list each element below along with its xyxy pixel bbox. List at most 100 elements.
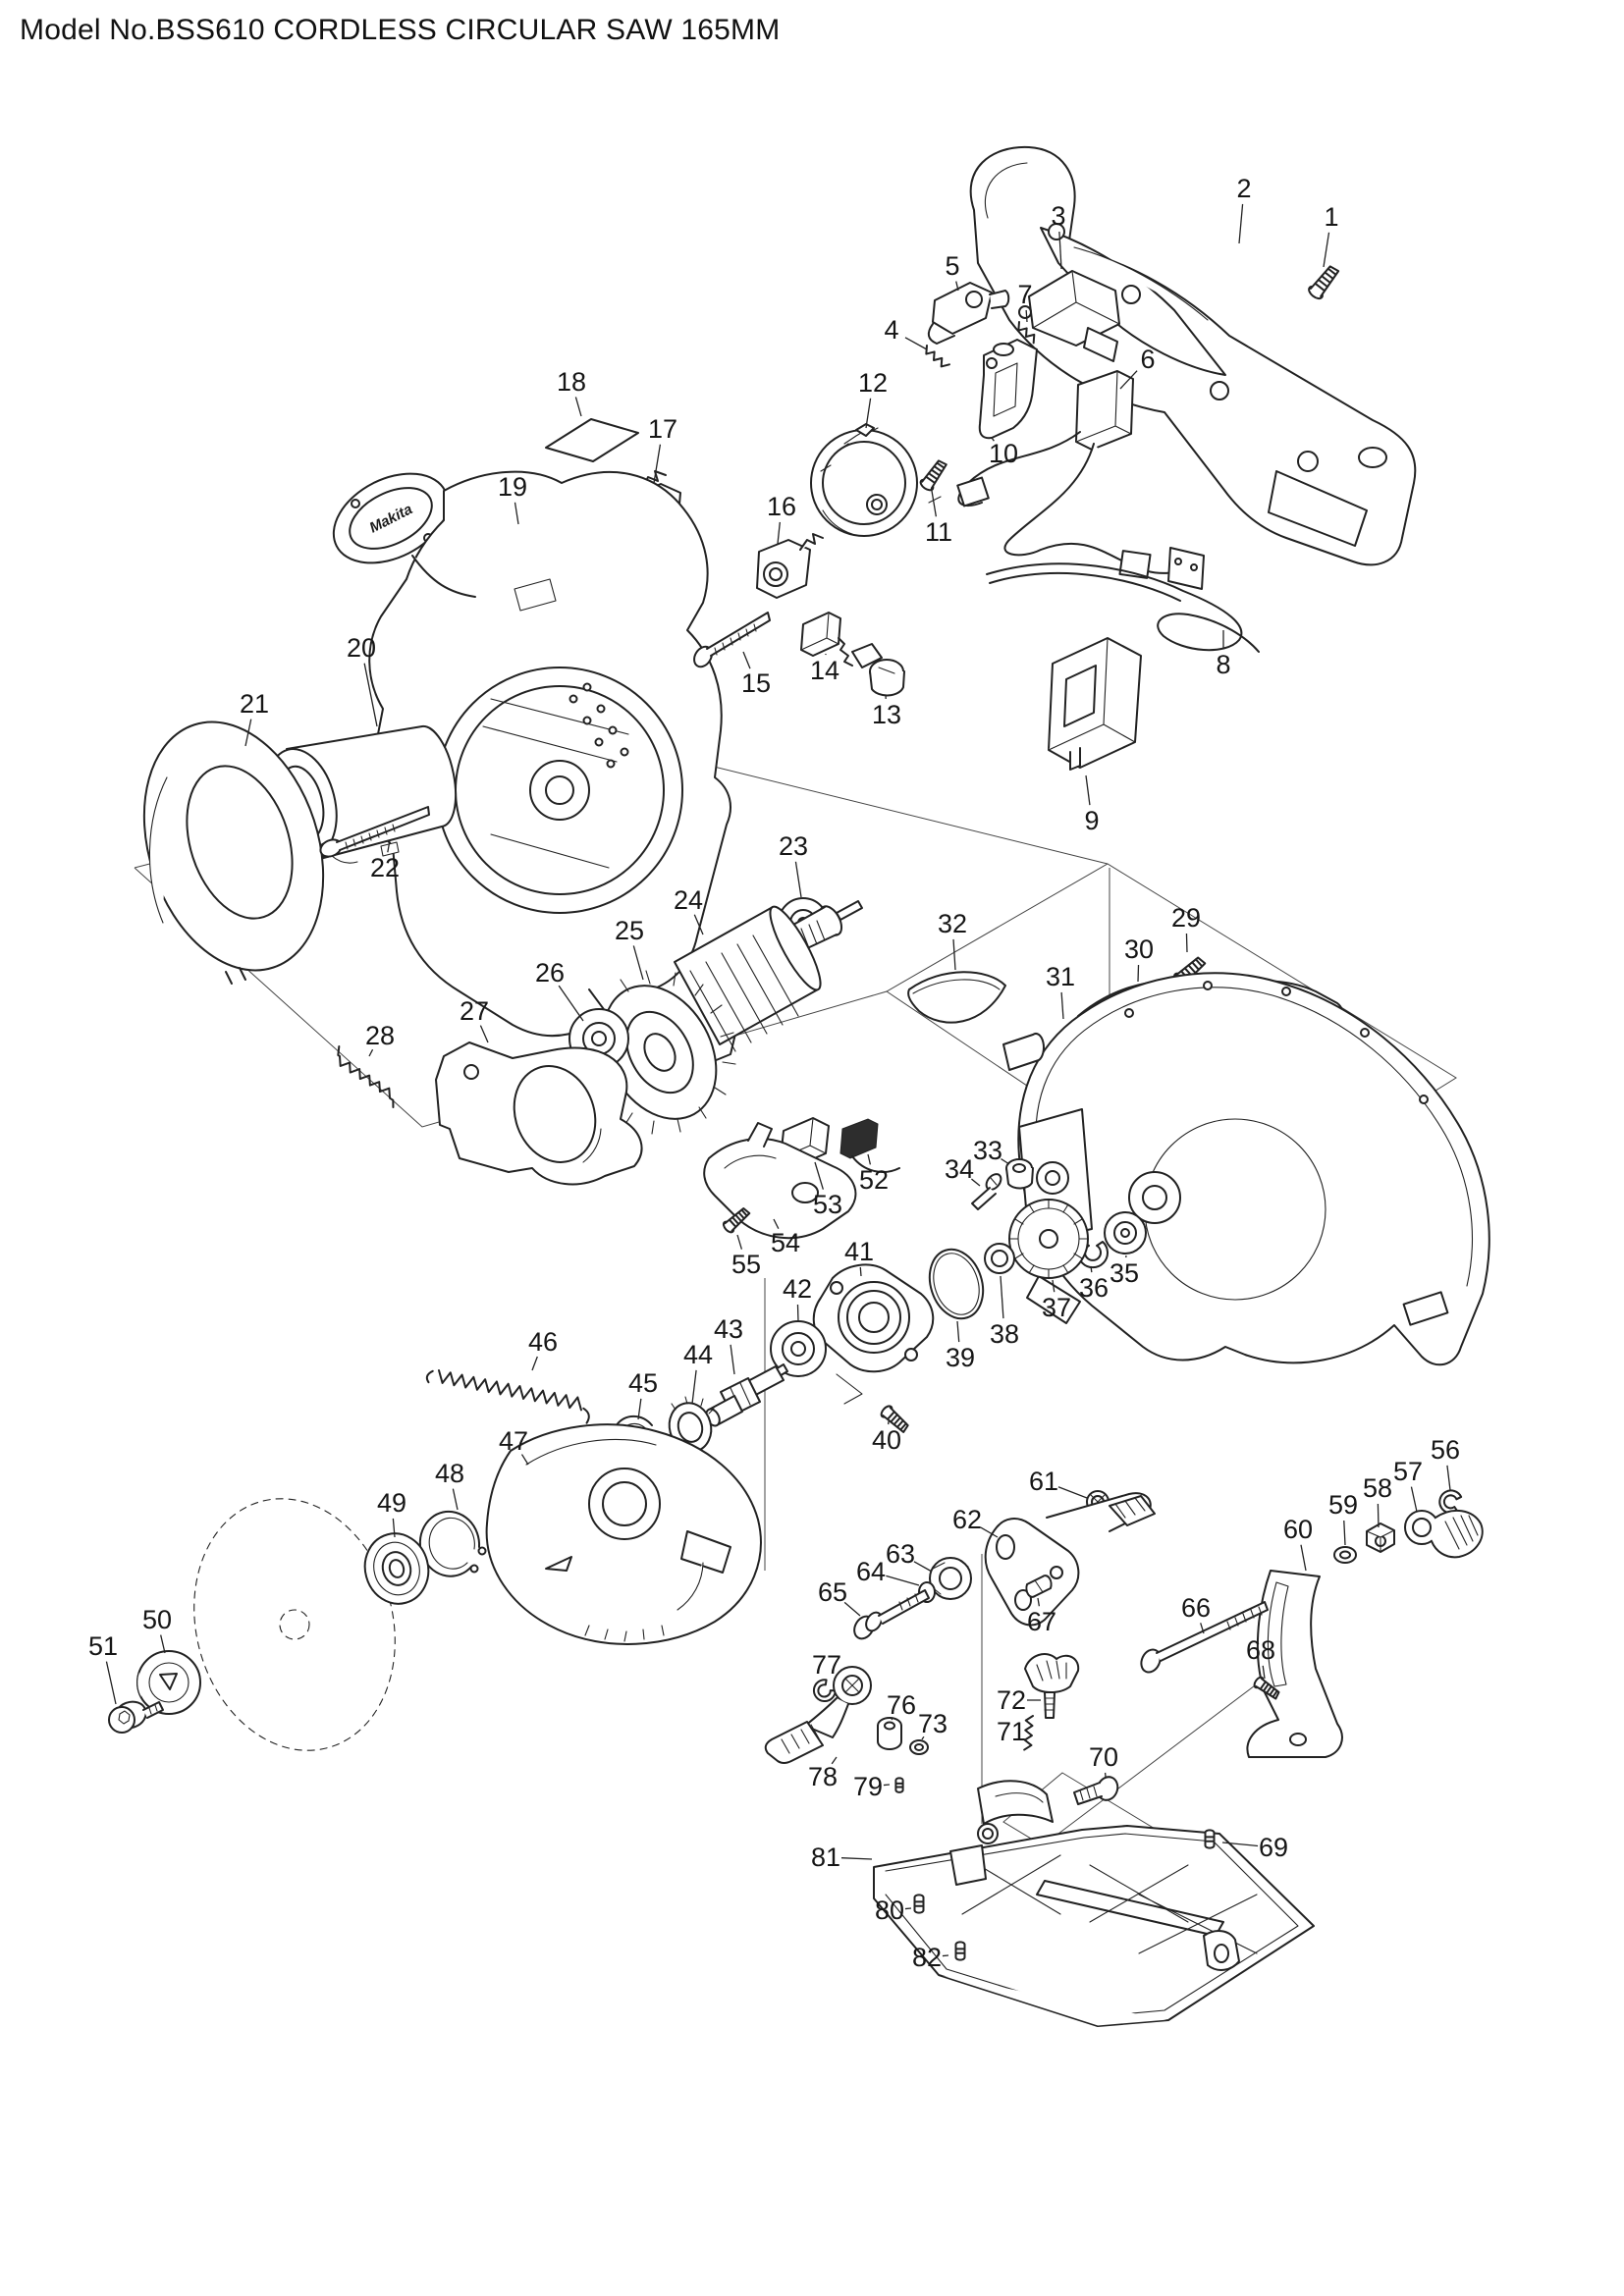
leader-line-18 (575, 397, 581, 416)
leader-line-26 (559, 986, 583, 1021)
part-label-8: 8 (1216, 650, 1230, 679)
kick-lever-78-drawing (766, 1667, 871, 1763)
spindle-drawing (703, 1364, 787, 1428)
part-label-54: 54 (771, 1228, 800, 1257)
part-label-69: 69 (1259, 1833, 1288, 1862)
screw-22-drawing (318, 807, 429, 860)
part-label-67: 67 (1027, 1607, 1056, 1636)
leader-line-21 (245, 720, 251, 746)
part-label-44: 44 (683, 1340, 713, 1369)
part-number-labels: 1234567891011121314151617181920212223242… (88, 174, 1460, 1972)
brush-holder-plate-drawing (436, 1042, 642, 1184)
clamp-nut-63-drawing (930, 1558, 971, 1599)
bearing-42-drawing (771, 1321, 826, 1376)
leader-line-43 (731, 1345, 734, 1374)
setscrew-80-drawing (913, 1894, 925, 1914)
bushing-33-drawing (1006, 1159, 1033, 1188)
part-label-80: 80 (875, 1896, 904, 1925)
part-label-49: 49 (377, 1488, 406, 1518)
leader-line-16 (778, 522, 780, 544)
leader-line-73 (922, 1736, 924, 1739)
leader-line-61 (1058, 1487, 1087, 1498)
part-label-16: 16 (767, 492, 796, 521)
setscrew-69-drawing (1204, 1829, 1216, 1849)
leader-line-17 (654, 445, 660, 483)
part-label-29: 29 (1171, 903, 1201, 933)
thumb-screw-72-drawing (1025, 1654, 1078, 1718)
part-label-82: 82 (912, 1943, 942, 1972)
depth-guide-60-drawing (1247, 1571, 1341, 1757)
pivot-bracket-62-drawing (986, 1493, 1155, 1625)
leader-line-47 (521, 1455, 528, 1465)
part-label-35: 35 (1110, 1258, 1139, 1288)
part-label-40: 40 (872, 1425, 901, 1455)
leader-line-68 (1263, 1666, 1265, 1679)
screw-34-drawing (972, 1171, 1003, 1209)
part-label-23: 23 (779, 831, 808, 861)
leader-line-42 (797, 1305, 798, 1321)
leader-line-62 (981, 1527, 998, 1537)
motor-housing-drawing: Makita (319, 455, 740, 1072)
leader-line-56 (1447, 1466, 1450, 1490)
leader-line-19 (514, 503, 518, 524)
leader-line-46 (532, 1357, 537, 1370)
leader-line-7 (1026, 310, 1027, 322)
dust-box-drawing (1049, 638, 1141, 770)
brush-cap-drawing (870, 660, 904, 695)
bearing-35-drawing (1105, 1212, 1146, 1254)
part-label-24: 24 (674, 885, 703, 915)
leader-line-82 (943, 1955, 948, 1956)
part-label-55: 55 (731, 1250, 761, 1279)
part-label-64: 64 (856, 1557, 886, 1586)
leader-line-69 (1222, 1842, 1258, 1845)
part-label-51: 51 (88, 1631, 118, 1661)
controller-and-wiring-drawing (929, 371, 1204, 589)
bolt-66-drawing (1138, 1602, 1268, 1676)
part-label-41: 41 (844, 1237, 874, 1266)
leader-line-49 (393, 1519, 395, 1537)
washer-59-drawing (1334, 1547, 1356, 1563)
part-label-61: 61 (1029, 1467, 1058, 1496)
leader-line-29 (1186, 934, 1187, 952)
part-label-42: 42 (783, 1274, 812, 1304)
part-label-45: 45 (628, 1368, 658, 1398)
wire-connector-52-drawing (840, 1119, 899, 1172)
leader-line-34 (971, 1179, 980, 1186)
o-ring-39-drawing (921, 1243, 992, 1326)
leader-line-44 (692, 1370, 696, 1404)
part-label-2: 2 (1236, 174, 1251, 203)
tension-spring-46-drawing (424, 1368, 592, 1423)
blade-case-drawing (1003, 973, 1489, 1364)
page-title: Model No.BSS610 CORDLESS CIRCULAR SAW 16… (20, 14, 781, 46)
outer-flange-50-drawing (137, 1651, 200, 1714)
spring-7-drawing (1015, 322, 1039, 343)
leader-line-32 (953, 939, 955, 970)
part-label-50: 50 (142, 1605, 172, 1634)
blade-bolt-51-drawing (109, 1697, 163, 1733)
leader-line-11 (932, 491, 936, 516)
bearing-box-41-drawing (814, 1264, 934, 1404)
part-label-56: 56 (1431, 1435, 1460, 1465)
part-label-46: 46 (528, 1327, 558, 1357)
leader-line-79 (884, 1785, 890, 1786)
part-label-47: 47 (499, 1426, 528, 1456)
part-label-11: 11 (925, 517, 952, 547)
leader-line-24 (694, 915, 703, 934)
part-label-12: 12 (858, 368, 888, 398)
leader-line-81 (841, 1858, 872, 1859)
part-label-73: 73 (918, 1709, 947, 1738)
washer-73-drawing (910, 1740, 928, 1754)
part-label-71: 71 (997, 1717, 1026, 1746)
square-nut-58-drawing (1367, 1523, 1394, 1552)
setscrew-79-drawing (894, 1777, 904, 1793)
pin-67-drawing (1026, 1575, 1051, 1597)
leader-line-15 (743, 652, 750, 668)
part-label-38: 38 (990, 1319, 1019, 1349)
screw-11-drawing (917, 456, 950, 494)
part-label-62: 62 (952, 1505, 982, 1534)
part-label-77: 77 (812, 1650, 841, 1680)
part-label-22: 22 (370, 853, 400, 882)
setscrew-82-drawing (954, 1941, 966, 1961)
part-label-30: 30 (1124, 934, 1154, 964)
part-label-13: 13 (872, 700, 901, 729)
